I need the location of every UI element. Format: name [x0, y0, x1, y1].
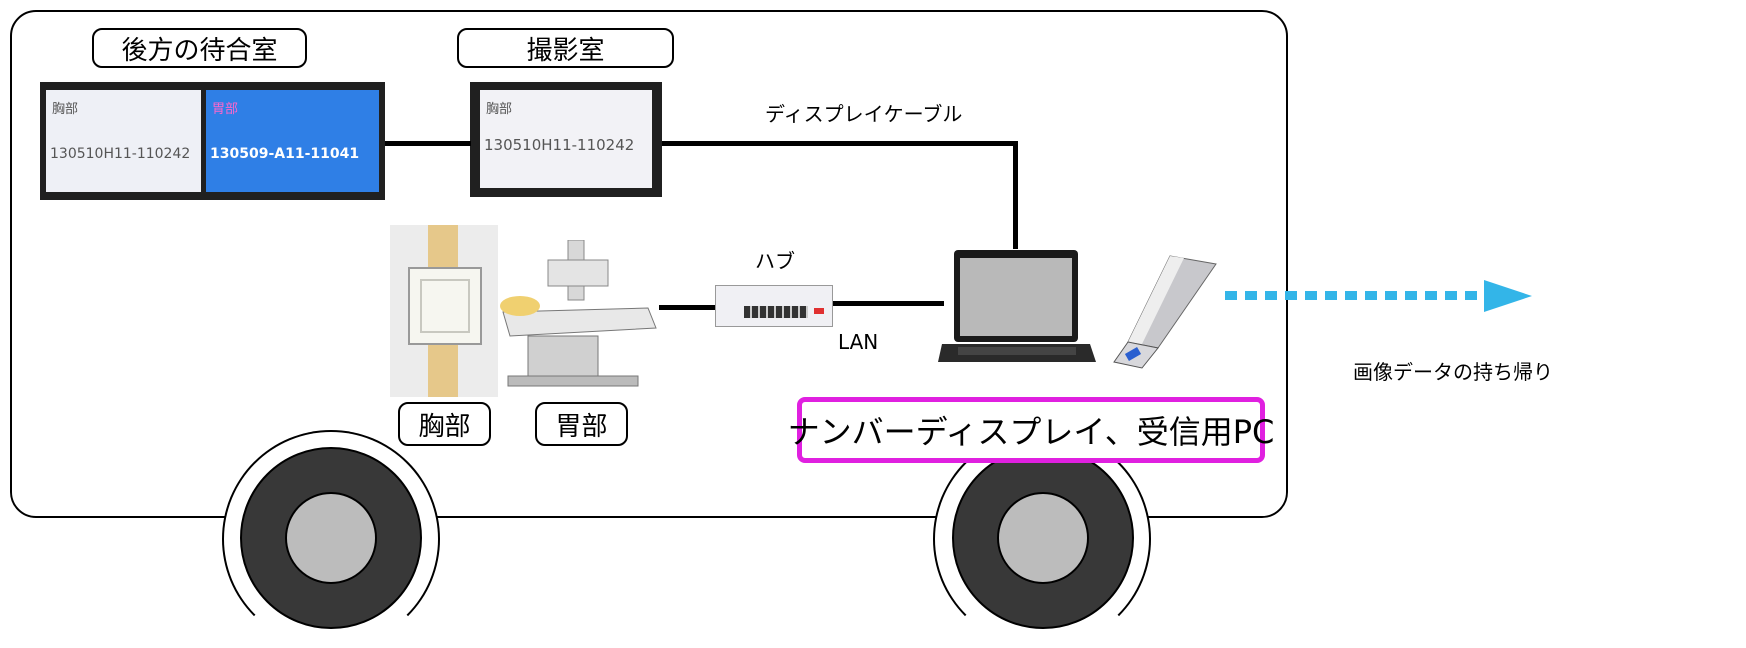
- xray-screen-number: 130510H11-110242: [484, 136, 635, 154]
- display-cable-vertical: [1013, 141, 1018, 249]
- network-hub: [715, 285, 833, 327]
- waiting-room-right-screen: 胃部 130509-A11-11041: [206, 90, 379, 192]
- data-takeout-label: 画像データの持ち帰り: [1353, 360, 1553, 384]
- laptop-pc: [938, 250, 1096, 362]
- detector-grid: [420, 279, 470, 333]
- display-cable-label: ディスプレイケーブル: [765, 102, 963, 126]
- xray-room-label: 撮影室: [457, 28, 674, 68]
- hub-label: ハブ: [755, 249, 795, 273]
- waiting-room-monitors: 胸部 130510H11-110242 胃部 130509-A11-11041: [40, 82, 385, 200]
- chest-label: 胸部: [398, 402, 491, 446]
- waiting-room-left-screen: 胸部 130510H11-110242: [46, 90, 201, 192]
- data-takeout-arrowhead: [1484, 280, 1532, 312]
- data-takeout-arrow-dots: [1225, 291, 1487, 300]
- xray-room-monitor: 胸部 130510H11-110242: [470, 82, 662, 197]
- xray-screen-title: 胸部: [486, 102, 513, 117]
- display-cable-horizontal: [662, 141, 1017, 146]
- right-screen-title: 胃部: [212, 102, 239, 117]
- usb-memory-stick: [1113, 255, 1217, 369]
- hub-ports: [744, 306, 808, 318]
- waiting-room-label: 後方の待合室: [92, 28, 307, 68]
- front-wheel-hub: [285, 492, 377, 584]
- number-display-pc-label: ナンバーディスプレイ、受信用PC: [788, 397, 1274, 463]
- left-screen-title: 胸部: [52, 102, 79, 117]
- lan-label: LAN: [838, 330, 879, 354]
- hub-led: [814, 308, 824, 314]
- stomach-label: 胃部: [535, 402, 628, 446]
- lan-cable-right: [832, 301, 944, 306]
- xray-room-screen: 胸部 130510H11-110242: [480, 90, 652, 188]
- stomach-xray-table: [500, 240, 657, 387]
- chest-xray-stand: [390, 225, 498, 397]
- rear-wheel-hub: [997, 492, 1089, 584]
- right-screen-number: 130509-A11-11041: [210, 146, 360, 162]
- left-screen-number: 130510H11-110242: [50, 146, 191, 162]
- lan-cable-left: [659, 305, 715, 310]
- monitor-link-cable: [385, 141, 471, 146]
